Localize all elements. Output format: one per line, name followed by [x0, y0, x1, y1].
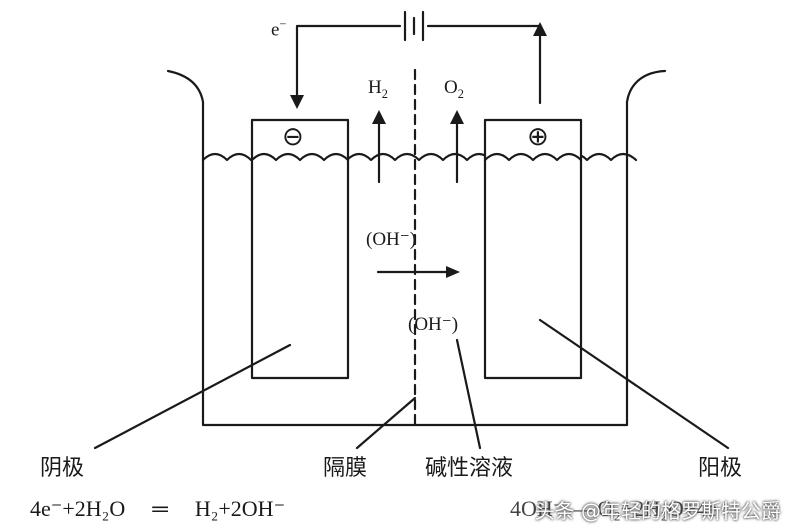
o2-arrowhead [450, 110, 464, 124]
o2-subscript: 2 [457, 86, 464, 101]
oh-arrowhead [446, 266, 460, 278]
anode-surface-wave [483, 152, 583, 162]
oh-label-mid: (OH⁻) [408, 314, 459, 335]
cathode-equation: 4e⁻+2H₂O ═ H₂+2OH⁻ [30, 498, 285, 520]
solution-label: 碱性溶液 [425, 456, 514, 481]
cathode-surface-wave [250, 152, 350, 162]
h2-subscript: 2 [381, 86, 388, 101]
o2-label: O2 [444, 78, 464, 100]
electron-label: e− [271, 17, 287, 41]
electron-arrowhead [290, 95, 304, 109]
watermark-text: 头条 @年轻的格罗斯特公爵 [534, 499, 781, 523]
cathode-sign: ⊖ [282, 122, 304, 152]
anode-equation: 4OH⁻ — O₂+2H₂O+4e [510, 496, 717, 521]
anode-leader [538, 318, 730, 450]
anode-plate [483, 118, 583, 380]
circuit-arrowhead [533, 22, 547, 36]
oh-label-top: (OH⁻) [366, 229, 417, 250]
electron-symbol: e [271, 19, 280, 41]
cathode-equation-equals: ═ [152, 496, 168, 521]
anode-sign: ⊕ [527, 122, 549, 152]
membrane-leader [355, 396, 417, 450]
tank-rim-right [625, 69, 667, 104]
electron-charge: − [279, 17, 287, 31]
cathode-equation-products: H₂+2OH⁻ [194, 496, 286, 521]
h2-symbol: H [368, 77, 382, 98]
cathode-label: 阴极 [40, 456, 85, 481]
cathode-leader [93, 343, 292, 450]
h2-label: H2 [368, 78, 388, 100]
solution-leader [455, 338, 482, 450]
cathode-plate [250, 118, 350, 380]
cathode-equation-reactants: 4e⁻+2H₂O [30, 496, 126, 521]
membrane-label: 隔膜 [323, 456, 368, 481]
h2-arrowhead [372, 110, 386, 124]
anode-label: 阳极 [698, 456, 743, 481]
circuit-wire [295, 24, 542, 105]
tank-rim-left [166, 69, 205, 104]
o2-symbol: O [444, 77, 458, 98]
